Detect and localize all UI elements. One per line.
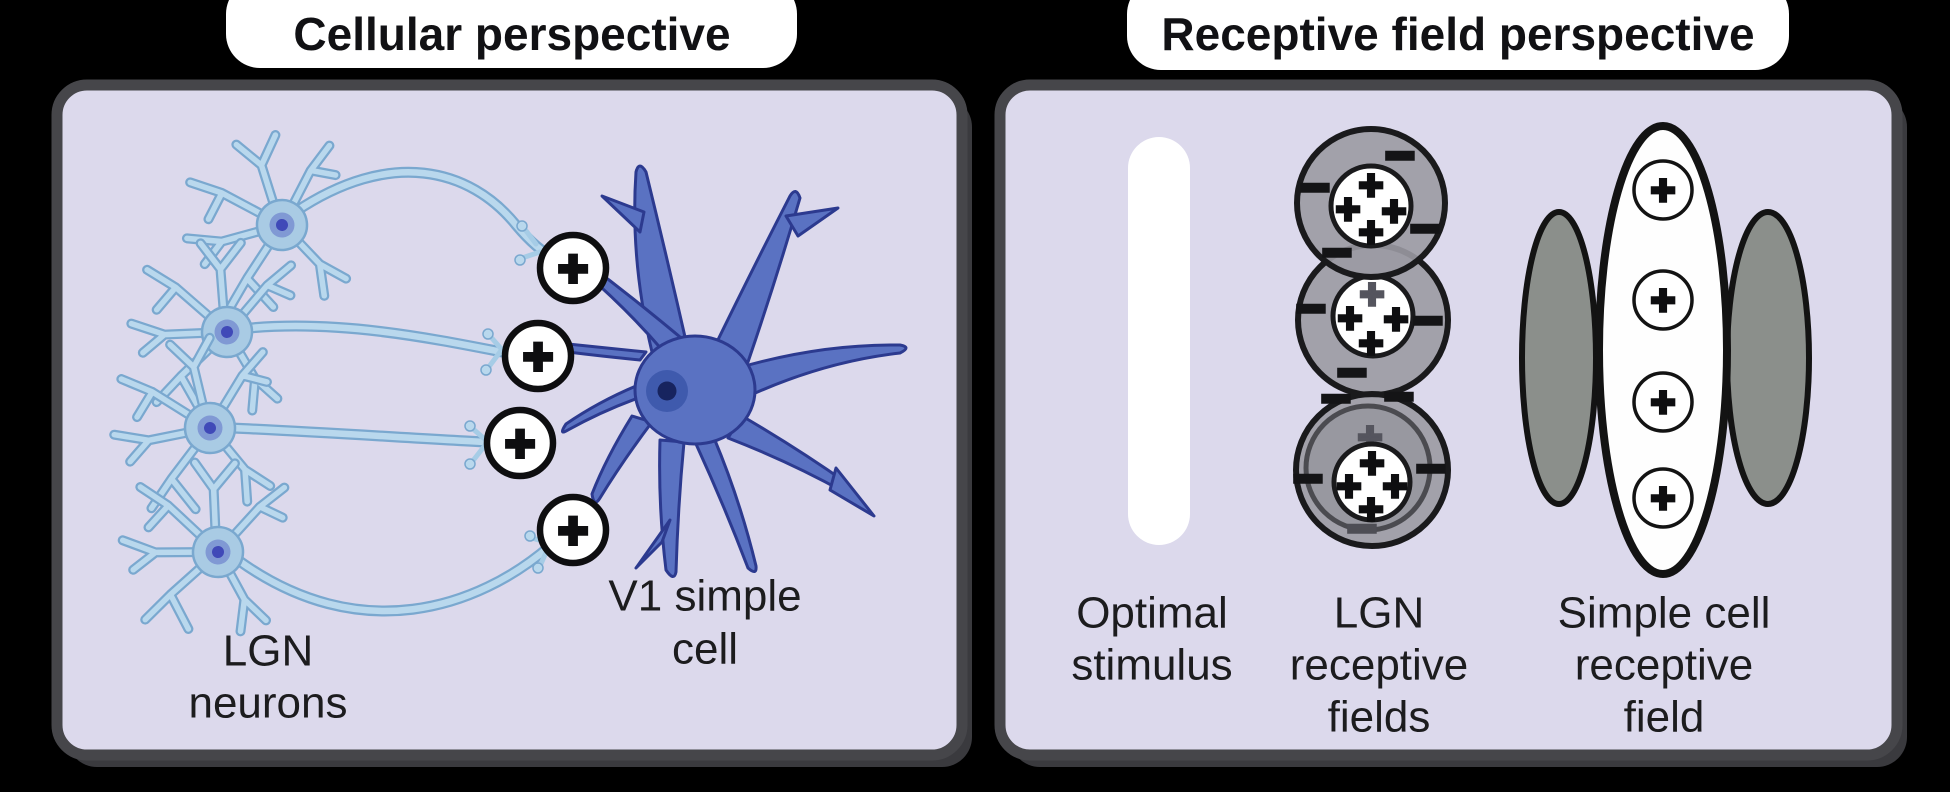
simple-cell-receptive-field: + + + +: [1519, 122, 1812, 578]
plus-icon: +: [1359, 320, 1384, 367]
minus-icon: −: [1410, 201, 1439, 257]
v1-simple-cell: [560, 164, 908, 578]
right-title: Receptive field perspective: [1161, 8, 1754, 60]
lgn-neurons-group: [108, 128, 558, 639]
plus-icon: +: [1360, 440, 1385, 487]
simple-rf-label-line3: field: [1624, 692, 1705, 741]
plus-icon: +: [505, 415, 535, 473]
v1-label-line2: cell: [672, 624, 738, 673]
plus-icon: +: [1651, 167, 1676, 214]
lgn-rf-label-line3: fields: [1328, 692, 1431, 741]
plus-icon: +: [558, 502, 588, 560]
minus-icon: −: [1321, 371, 1350, 427]
optimal-stimulus-bar: [1128, 137, 1190, 545]
lgn-neurons-label-line2: neurons: [188, 678, 347, 727]
plus-icon: +: [1338, 295, 1363, 342]
lgn-rf-2: + + + + − − −: [1294, 242, 1451, 403]
plus-icon: +: [558, 240, 588, 298]
optimal-stimulus-label-line2: stimulus: [1071, 640, 1232, 689]
minus-icon: −: [1416, 441, 1445, 497]
lgn-neurons-label-line1: LGN: [223, 626, 313, 675]
excitatory-center-ellipse: [1595, 122, 1731, 578]
plus-icon: +: [1359, 162, 1384, 209]
minus-icon: −: [1293, 451, 1322, 507]
plus-icon: +: [1336, 186, 1361, 233]
simple-rf-label-line1: Simple cell: [1558, 588, 1771, 637]
synapse-markers: + + + +: [483, 231, 610, 567]
plus-icon: +: [1359, 209, 1384, 256]
plus-icon: +: [1359, 486, 1384, 533]
v1-label-line1: V1 simple: [608, 571, 801, 620]
optimal-stimulus-label-line1: Optimal: [1076, 588, 1228, 637]
plus-icon: +: [1383, 463, 1408, 510]
left-title: Cellular perspective: [293, 8, 730, 60]
lgn-rf-label-line1: LGN: [1334, 588, 1424, 637]
minus-icon: −: [1347, 501, 1376, 557]
lgn-rf-1: + + + + − − − −: [1294, 125, 1448, 283]
plus-icon: +: [1651, 277, 1676, 324]
lgn-rf-3: + + + + + − − − − −: [1291, 366, 1451, 559]
minus-icon: −: [1385, 128, 1414, 184]
inhibitory-flank-right: [1724, 209, 1812, 507]
minus-icon: −: [1300, 160, 1329, 216]
plus-icon: +: [523, 328, 553, 386]
plus-icon: +: [1384, 296, 1409, 343]
plus-icon: +: [1651, 379, 1676, 426]
synapse-circle: [536, 231, 610, 305]
minus-icon: −: [1413, 293, 1442, 349]
left-title-bubble: [226, 0, 797, 68]
right-title-bubble: [1127, 0, 1789, 70]
axon-terminals: [464, 220, 555, 574]
plus-icon: +: [1651, 475, 1676, 522]
minus-icon: −: [1322, 225, 1351, 281]
synapse-circle: [536, 493, 610, 567]
lgn-receptive-fields: + + + + − − − + + + + + − − − − −: [1291, 125, 1451, 559]
plus-icon: +: [1337, 463, 1362, 510]
lgn-rf-label-line2: receptive: [1290, 640, 1469, 689]
simple-rf-label-line2: receptive: [1575, 640, 1754, 689]
inhibitory-flank-left: [1519, 209, 1599, 507]
synapse-circle: [483, 406, 557, 480]
minus-icon: −: [1296, 281, 1325, 337]
plus-icon: +: [1382, 188, 1407, 235]
synapse-circle: [501, 319, 575, 393]
minus-icon: −: [1384, 369, 1413, 425]
